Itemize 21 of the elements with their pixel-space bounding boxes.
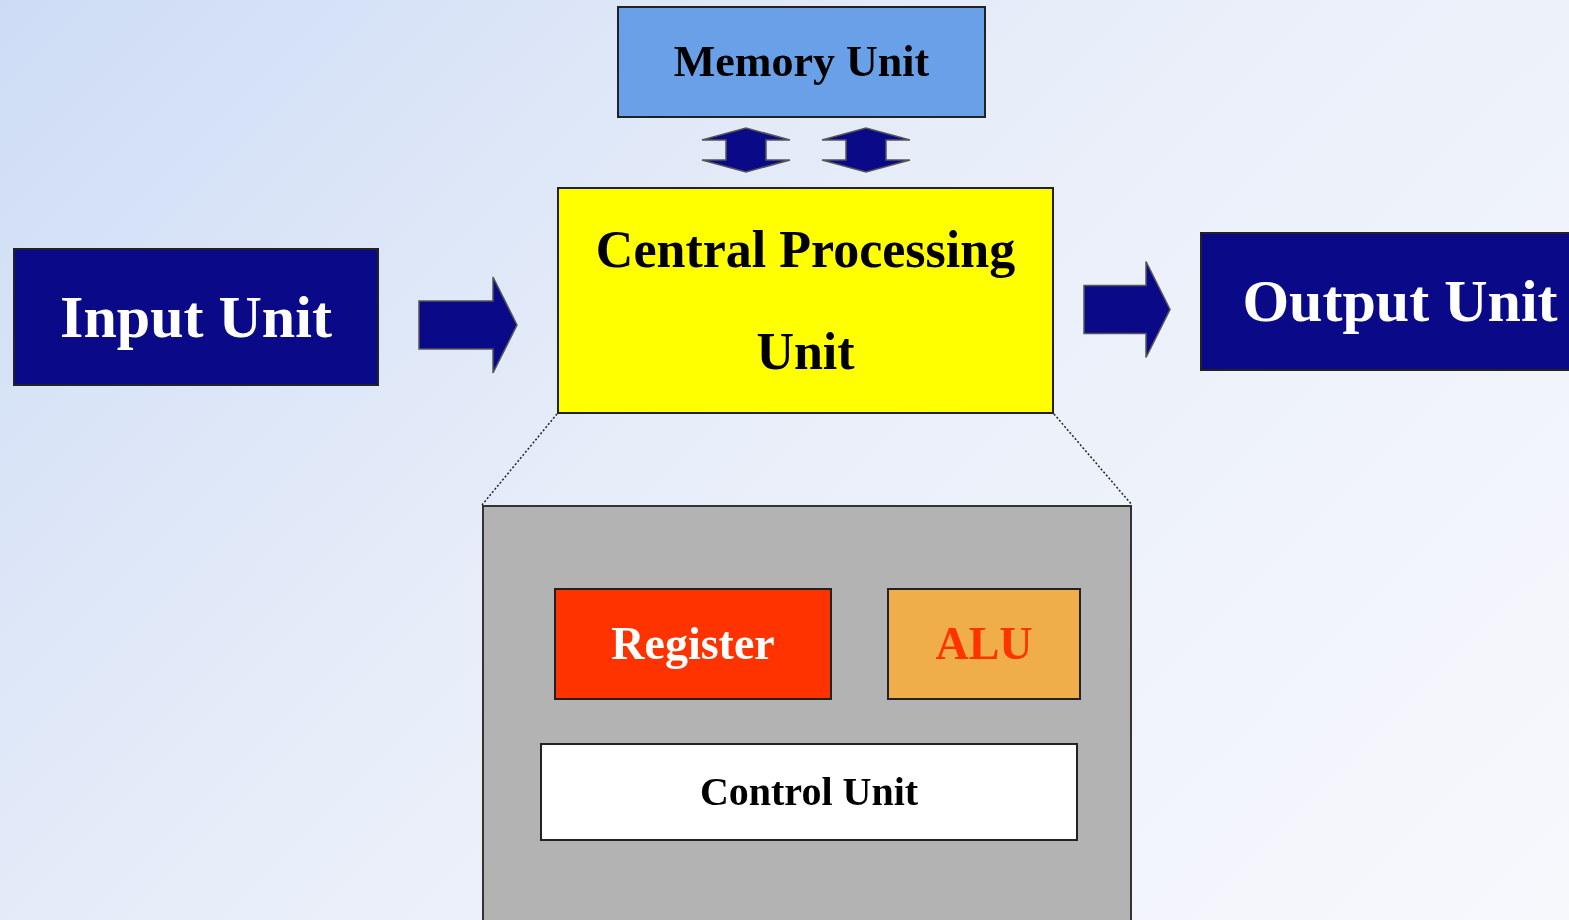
double-block-arrow: [821, 127, 911, 173]
unit-box: [540, 743, 1078, 841]
unit-box: [13, 248, 379, 386]
unit-label: Control Unit: [698, 769, 920, 815]
block-arrow: [1083, 260, 1171, 359]
unit-box: [617, 6, 986, 118]
unit-label: Input Unit: [59, 282, 333, 352]
unit-label: ALU: [934, 617, 1034, 671]
unit-box: [554, 588, 832, 700]
double-block-arrow: [701, 127, 791, 173]
unit-label: Register: [610, 617, 776, 671]
block-arrow: [418, 276, 518, 374]
panel-box: [482, 505, 1132, 920]
unit-box: [887, 588, 1081, 700]
dotted-line: [481, 413, 558, 506]
unit-label: Central Processing Unit: [594, 220, 1017, 382]
dotted-line: [1053, 413, 1133, 506]
unit-box: [1200, 232, 1569, 371]
unit-label: Memory Unit: [672, 36, 931, 88]
unit-label: Output Unit: [1241, 267, 1559, 336]
unit-box: [557, 187, 1054, 414]
